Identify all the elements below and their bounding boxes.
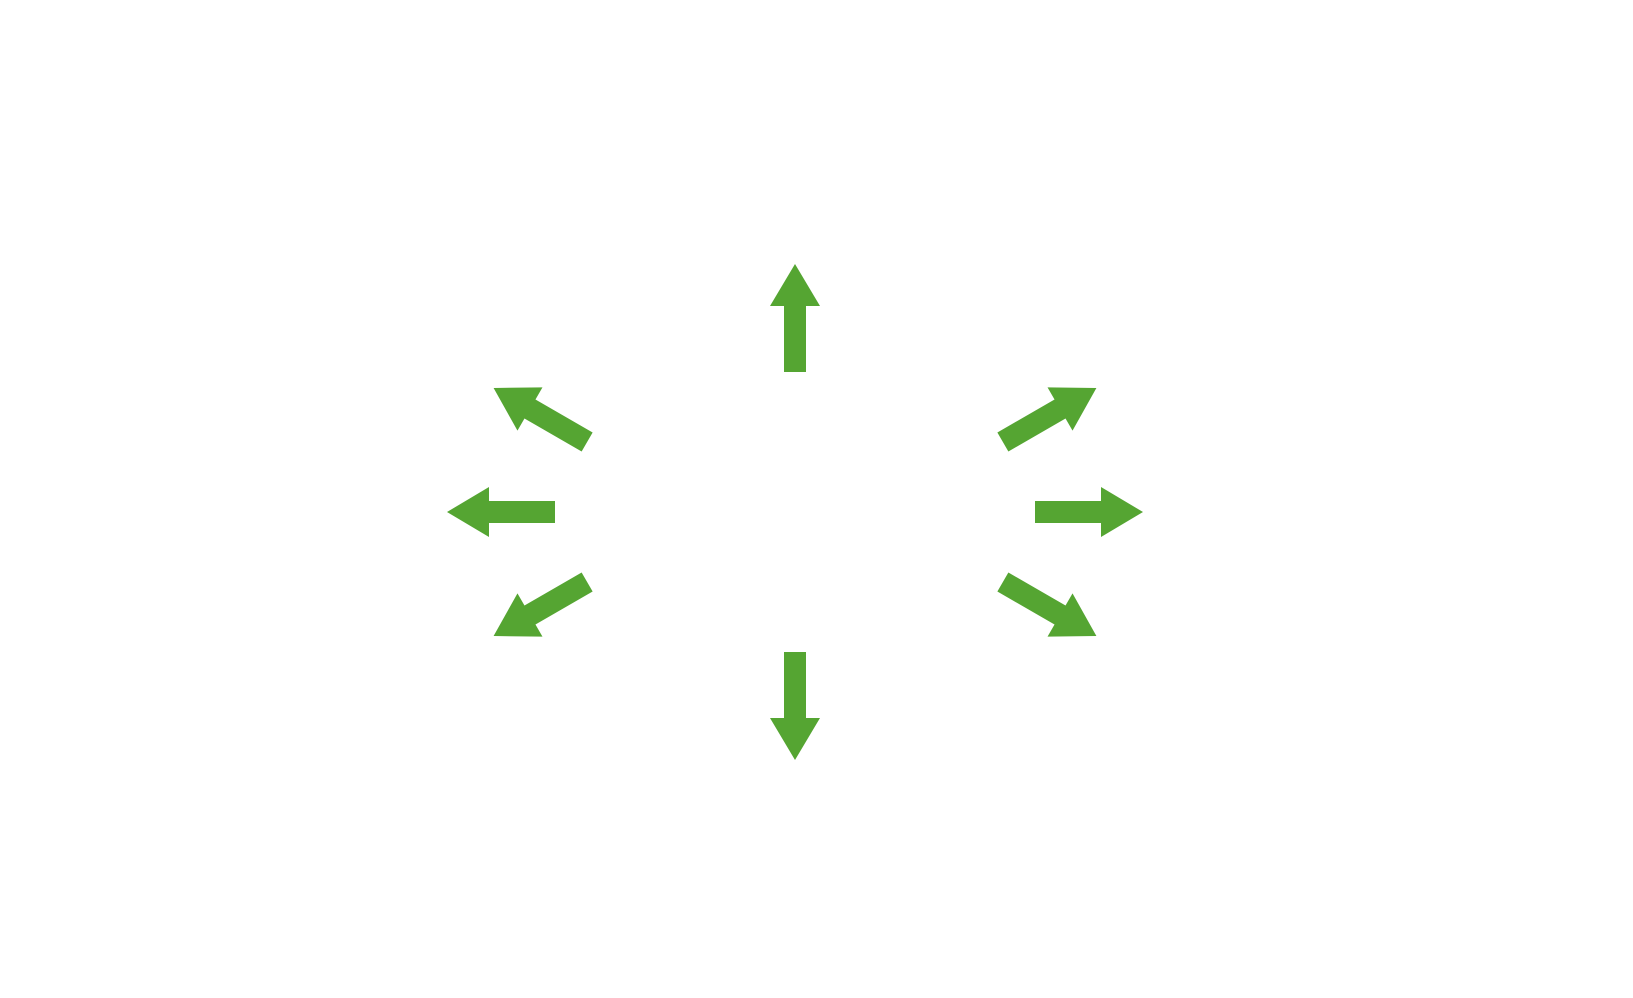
arrow-right-icon bbox=[1035, 487, 1143, 537]
arrow-layer bbox=[447, 264, 1143, 760]
arrow-up-left-icon bbox=[493, 387, 593, 452]
arrow-up-icon bbox=[770, 264, 820, 372]
arrow-left-icon bbox=[447, 487, 555, 537]
arrow-down-left-icon bbox=[493, 572, 593, 637]
arrow-down-icon bbox=[770, 652, 820, 760]
arrow-down-right-icon bbox=[997, 572, 1097, 637]
arrow-up-right-icon bbox=[997, 387, 1097, 452]
